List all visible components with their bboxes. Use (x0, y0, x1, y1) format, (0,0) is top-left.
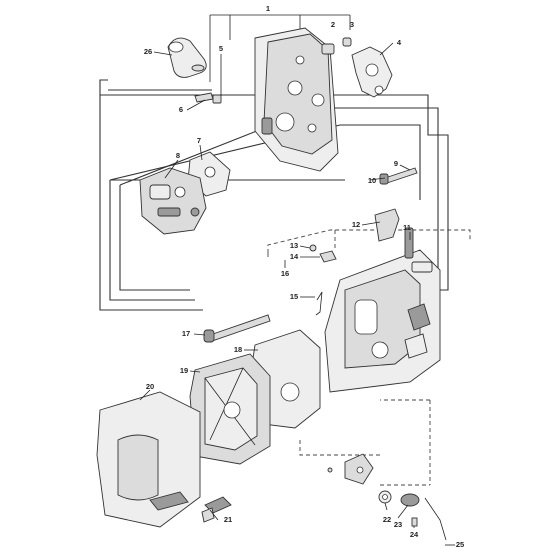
screw-10 (379, 167, 418, 185)
filter-holder (189, 353, 271, 465)
callout-3: 3 (350, 20, 354, 29)
throttle-parts (327, 453, 447, 541)
callout-8: 8 (176, 151, 180, 160)
long-screw-17 (203, 314, 271, 343)
callout-11: 11 (403, 223, 411, 232)
callout-10: 10 (368, 176, 376, 185)
callout-19: 19 (180, 366, 188, 375)
callout-13: 13 (290, 241, 298, 250)
carburetor (139, 167, 207, 235)
air-filter-cover (96, 391, 201, 528)
callout-7: 7 (197, 136, 201, 145)
gasket-and-fittings (194, 37, 393, 104)
air-filter-housing (324, 249, 441, 393)
callout-15: 15 (290, 292, 298, 301)
callout-12: 12 (352, 220, 360, 229)
choke-assembly (309, 208, 433, 273)
callout-17: 17 (182, 329, 190, 338)
carburetor-adapter-housing (254, 27, 339, 172)
callout-16: 16 (281, 269, 289, 278)
callout-14: 14 (290, 252, 299, 261)
callout-labels: 1 2 3 4 5 6 7 8 9 10 11 12 13 14 15 16 1… (144, 4, 464, 549)
callout-22: 22 (383, 515, 391, 524)
leader-lines (139, 42, 455, 546)
callout-1: 1 (266, 4, 270, 13)
callout-4: 4 (397, 38, 402, 47)
callout-6: 6 (179, 105, 183, 114)
part-1-bracket (209, 14, 351, 82)
choke-rod (315, 291, 323, 316)
callout-20: 20 (146, 382, 154, 391)
callout-5: 5 (219, 44, 223, 53)
callout-24: 24 (410, 530, 419, 539)
callout-2: 2 (331, 20, 335, 29)
callout-18: 18 (234, 345, 242, 354)
callout-23: 23 (394, 520, 402, 529)
intake-manifold (167, 37, 207, 78)
callout-9: 9 (394, 159, 398, 168)
callout-26: 26 (144, 47, 152, 56)
callout-21: 21 (224, 515, 232, 524)
callout-25: 25 (456, 540, 464, 549)
